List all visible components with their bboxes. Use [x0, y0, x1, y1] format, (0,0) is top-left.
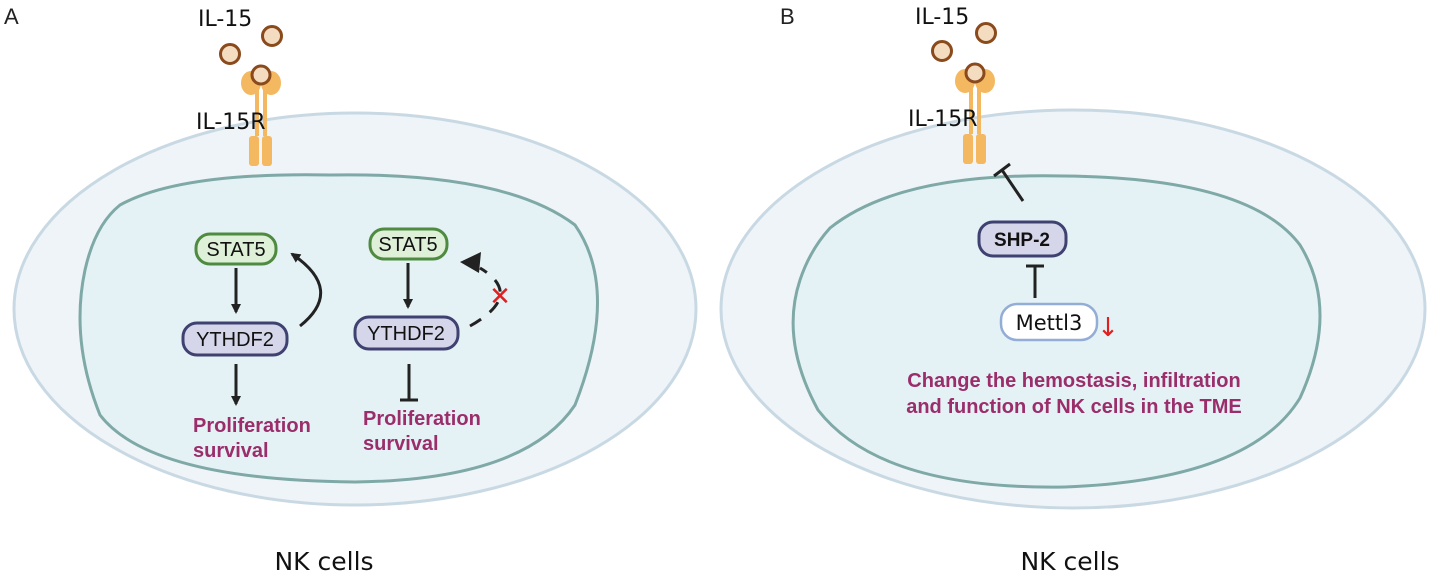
outcome-line-2: survival: [193, 440, 269, 462]
pathway-active: STAT5 YTHDF2 Proliferation survival: [181, 232, 323, 462]
outcome-line-2: survival: [363, 433, 439, 455]
feedback-arrow: [290, 252, 323, 328]
cell-caption-a: NK cells: [274, 547, 373, 575]
stat5-node: [194, 232, 278, 266]
stat5-node: [368, 227, 449, 261]
nucleus-a: [78, 173, 599, 484]
panel-letter-a: A: [4, 4, 19, 29]
stat5-label: STAT5: [378, 234, 437, 256]
inhibition-line: [1000, 169, 1025, 202]
blocked-feedback-arrow: [469, 266, 502, 328]
ythdf2-node: [181, 321, 289, 357]
ligand-label-b: IL-15: [915, 5, 969, 30]
outcome-line-1: Proliferation: [363, 408, 481, 430]
stat5-label: STAT5: [206, 239, 265, 261]
ythdf2-node: [353, 315, 460, 351]
ythdf2-label: YTHDF2: [196, 329, 274, 351]
mettl3-label: Mettl3: [1016, 311, 1083, 335]
il15-receptor-a: [241, 64, 281, 166]
downregulation-arrow: ↓: [1097, 313, 1119, 343]
pathway-blocked: STAT5 YTHDF2 ✕ Proliferation survival: [353, 227, 511, 455]
il15-ligands-a: [219, 25, 283, 65]
panel-b: B IL-15 IL-15R SHP-2 Mettl3 ↓: [719, 4, 1427, 575]
shp2-label: SHP-2: [994, 230, 1050, 251]
receptor-label-a: IL-15R: [196, 110, 266, 135]
mettl3-node: [999, 302, 1099, 342]
inhibition-bar: [993, 162, 1011, 178]
ligand-label-a: IL-15: [198, 7, 252, 32]
block-x-mark: ✕: [489, 282, 511, 312]
feedback-arrowhead: [460, 252, 481, 273]
panel-letter-b: B: [780, 4, 795, 29]
il15-ligands-b: [931, 22, 997, 62]
cell-caption-b: NK cells: [1020, 547, 1119, 575]
il15-receptor-b: [955, 62, 995, 164]
panel-a: A IL-15 IL-15R STAT5 YTHDF2: [4, 4, 698, 575]
outcome-line-2: and function of NK cells in the TME: [906, 396, 1242, 418]
ythdf2-label: YTHDF2: [367, 323, 445, 345]
outcome-line-1: Proliferation: [193, 415, 311, 437]
outcome-line-1: Change the hemostasis, infiltration: [907, 370, 1240, 392]
receptor-label-b: IL-15R: [908, 107, 978, 132]
shp2-node: [977, 220, 1068, 258]
